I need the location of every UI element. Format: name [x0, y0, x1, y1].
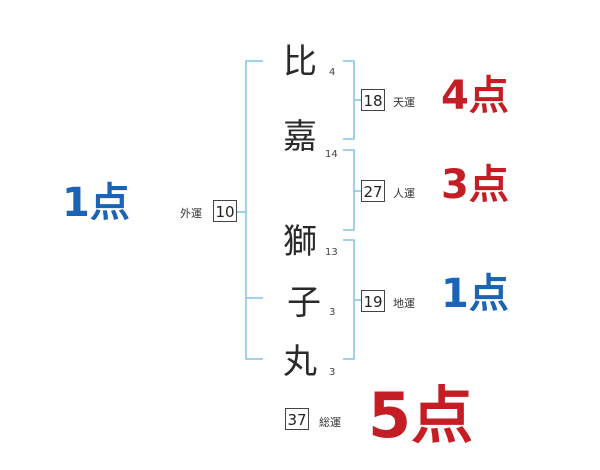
person-bracket	[343, 149, 361, 231]
stroke-count-1: 4	[329, 67, 336, 78]
chiun-score: 1点	[441, 271, 509, 317]
souun-value-box: 37	[285, 408, 309, 430]
chiun-label: 地運	[393, 297, 415, 310]
souun-label: 総運	[319, 416, 341, 429]
stroke-count-4: 3	[329, 307, 336, 318]
name-char-3: 獅	[283, 222, 317, 262]
jinun-value-box: 27	[361, 180, 385, 202]
tenun-score: 4点	[441, 73, 509, 119]
stroke-count-2: 14	[325, 149, 338, 160]
stroke-count-3: 13	[325, 247, 338, 258]
name-char-2: 嘉	[283, 117, 317, 157]
gaiun-value-box: 10	[213, 200, 237, 222]
tenun-value-box: 18	[361, 89, 385, 111]
souun-score: 5点	[368, 379, 474, 452]
chiun-value-box: 19	[361, 290, 385, 312]
name-char-4: 子	[287, 283, 321, 323]
earth-bracket	[343, 239, 361, 360]
heaven-bracket	[343, 60, 361, 140]
jinun-label: 人運	[393, 187, 415, 200]
gaiun-label: 外運	[180, 207, 202, 220]
name-char-5: 丸	[283, 342, 317, 382]
stroke-count-5: 3	[329, 367, 336, 378]
jinun-score: 3点	[441, 162, 509, 208]
name-char-1: 比	[283, 42, 317, 82]
gaiun-score: 1点	[62, 180, 130, 226]
tenun-label: 天運	[393, 96, 415, 109]
